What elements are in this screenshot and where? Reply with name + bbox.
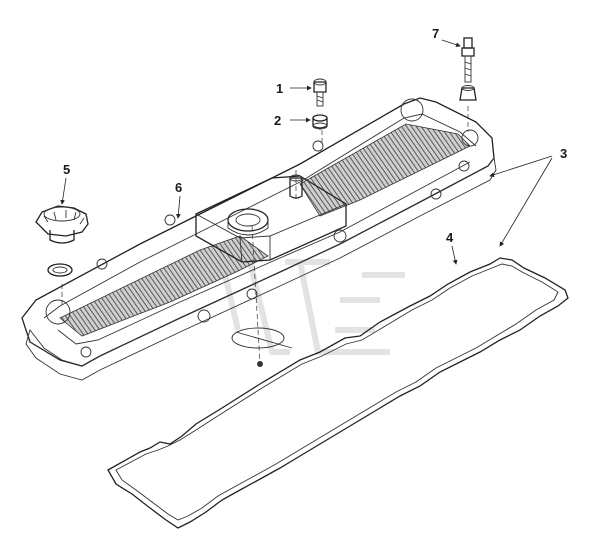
part-label-6: 6 [175,180,182,195]
stud [459,37,477,101]
part-label-4: 4 [446,230,454,245]
left-hatched-panel [59,235,269,337]
part-label-3: 3 [560,146,567,161]
part-label-2: 2 [274,113,281,128]
gasket [107,257,569,529]
neck-seal [231,327,285,349]
part-label-5: 5 [63,162,70,177]
grommet [312,114,328,130]
part-label-1: 1 [276,81,283,96]
center-lines [61,106,469,365]
right-hatched-panel [299,123,471,217]
leader-lines [60,39,553,265]
valve-cover [21,97,497,381]
part-label-7: 7 [432,26,439,41]
cap-seal-ring [47,263,73,277]
bolt [313,78,327,107]
oil-filler-cap [35,205,89,244]
